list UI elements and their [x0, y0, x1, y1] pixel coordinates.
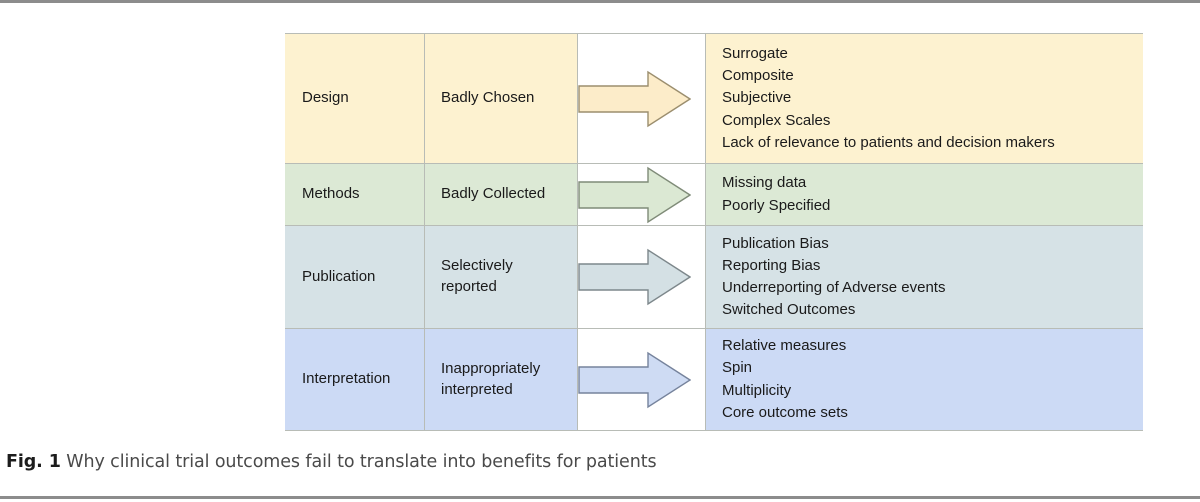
- right-arrow-icon: [578, 166, 691, 223]
- problem-cell: Inappropriately interpreted: [425, 329, 578, 430]
- figure-caption-body: Why clinical trial outcomes fail to tran…: [66, 452, 657, 472]
- stage-cell: Methods: [285, 164, 425, 225]
- stage-label: Design: [302, 89, 349, 107]
- problem-label: Badly Collected: [441, 185, 546, 203]
- top-divider-rule: [0, 0, 1200, 3]
- outcome-item: Relative measures: [722, 337, 847, 355]
- right-arrow-icon: [578, 351, 691, 408]
- outcome-item: Composite: [722, 67, 794, 85]
- outcome-item: Core outcome sets: [722, 403, 848, 421]
- diagram-row: Publication Selectively reported Publicati…: [285, 225, 1143, 329]
- outcome-item: Poorly Specified: [722, 196, 831, 214]
- stage-cell: Interpretation: [285, 329, 425, 430]
- problem-label: Selectively reported: [441, 257, 513, 295]
- arrow-cell: [578, 226, 706, 328]
- figure-caption: Fig. 1 Why clinical trial outcomes fail …: [6, 452, 1156, 472]
- problem-label: Inappropriately interpreted: [441, 359, 541, 398]
- stage-label: Publication: [302, 267, 376, 285]
- figure-number: Fig. 1: [6, 452, 61, 472]
- outcome-item: Spin: [722, 359, 753, 377]
- problem-cell: Selectively reported: [425, 226, 578, 328]
- bottom-divider-rule: [0, 496, 1200, 499]
- outcome-item: Publication Bias: [722, 234, 829, 252]
- stage-cell: Publication: [285, 226, 425, 328]
- outcome-item: Underreporting of Adverse events: [722, 279, 946, 296]
- problem-cell: Badly Collected: [425, 164, 578, 225]
- outcome-item: Subjective: [722, 89, 792, 107]
- outcome-item: Surrogate: [722, 45, 788, 63]
- outcome-item: Multiplicity: [722, 381, 792, 399]
- diagram-row: Interpretation Inappropriately interprete…: [285, 328, 1143, 431]
- problem-label: Badly Chosen: [441, 89, 535, 107]
- arrow-cell: [578, 329, 706, 430]
- outcome-item: Missing data: [722, 174, 807, 192]
- outcome-item: Complex Scales: [722, 111, 831, 129]
- stage-label: Interpretation: [302, 370, 391, 388]
- outcome-item: Lack of relevance to patients and decisi…: [722, 133, 1055, 151]
- stage-label: Methods: [302, 185, 360, 203]
- right-arrow-icon: [578, 248, 691, 306]
- problem-cell: Badly Chosen: [425, 34, 578, 163]
- arrow-cell: [578, 164, 706, 225]
- right-arrow-icon: [578, 70, 691, 127]
- stage-cell: Design: [285, 34, 425, 163]
- outcome-item: Reporting Bias: [722, 256, 821, 274]
- outcome-item: Switched Outcomes: [722, 301, 856, 319]
- arrow-cell: [578, 34, 706, 163]
